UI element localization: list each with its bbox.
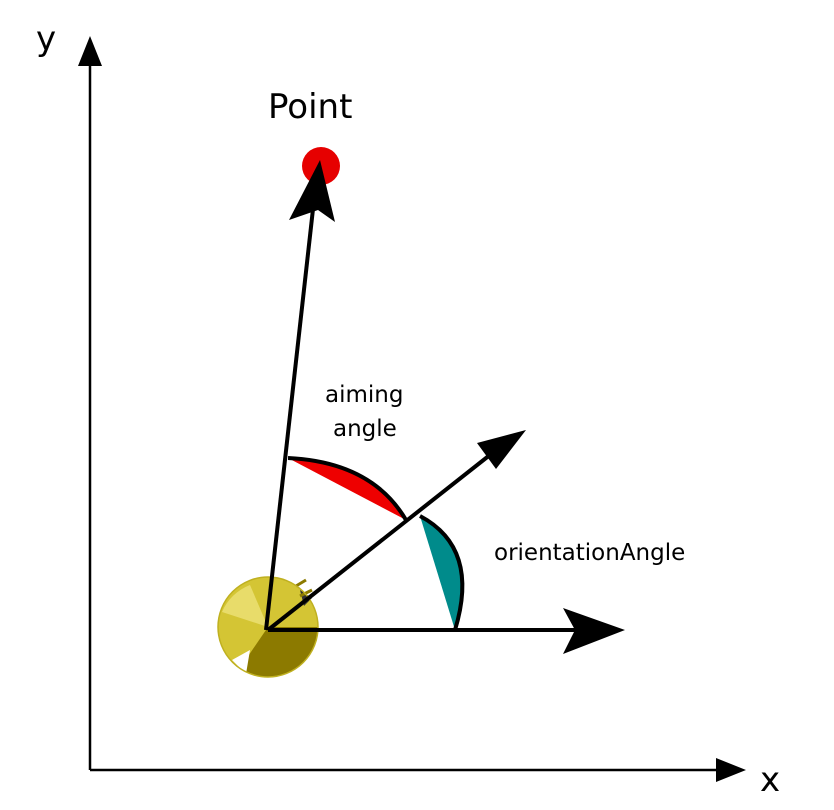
aiming-vector-arrowhead — [289, 160, 335, 222]
aiming-angle-label-line1: aiming — [325, 382, 403, 408]
x-axis-label: x — [760, 760, 780, 800]
x-axis-arrowhead — [716, 758, 746, 782]
aiming-vector-line — [264, 199, 316, 631]
point-label: Point — [268, 87, 352, 127]
orientation-vector-line — [266, 445, 502, 632]
coordinate-axes — [78, 36, 746, 782]
y-axis-label: y — [36, 19, 56, 59]
orientation-angle-wedge — [420, 516, 463, 630]
heading-reference-arrowhead — [563, 608, 625, 654]
aiming-angle-wedge — [288, 458, 406, 520]
aiming-angle-label-line2: angle — [333, 416, 397, 442]
orientation-angle-arc — [419, 514, 465, 631]
aiming-angle-arc — [287, 456, 408, 522]
y-axis-arrowhead — [78, 36, 102, 66]
orientation-angle-label: orientationAngle — [494, 540, 685, 566]
orientation-vector-arrowhead — [477, 430, 526, 469]
